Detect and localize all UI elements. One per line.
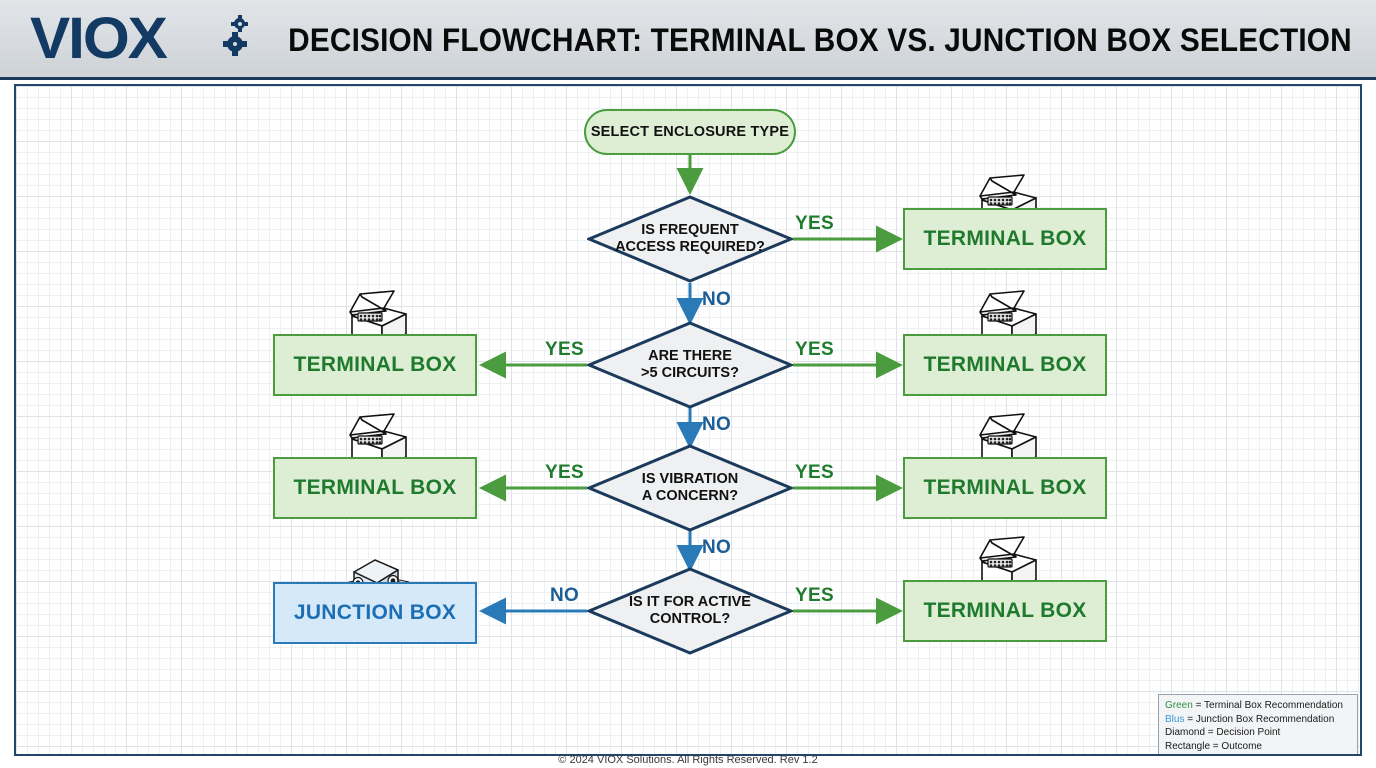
outcome-label: JUNCTION BOX: [293, 601, 457, 624]
outcome-label: TERMINAL BOX: [923, 599, 1087, 622]
decision-vibration[interactable]: IS VIBRATION A CONCERN?: [587, 444, 793, 532]
edge-label-d2-yes-right: YES: [795, 339, 834, 360]
legend-line-green: Green = Terminal Box Recommendation: [1165, 699, 1351, 713]
edge-label-d2-yes-left: YES: [545, 339, 584, 360]
outcome-terminal-box-left-2[interactable]: TERMINAL BOX: [273, 334, 477, 396]
gear-icon-small-hole: [237, 21, 242, 26]
outcome-terminal-box-2[interactable]: TERMINAL BOX: [903, 334, 1107, 396]
legend-line-rectangle: Rectangle = Outcome: [1165, 740, 1262, 752]
outcome-label: TERMINAL BOX: [923, 476, 1087, 499]
start-node-label: SELECT ENCLOSURE TYPE: [590, 124, 790, 140]
footer-copyright: © 2024 VIOX Solutions. All Rights Reserv…: [558, 754, 818, 766]
outcome-label: TERMINAL BOX: [293, 353, 457, 376]
diagram-inner: SELECT ENCLOSURE TYPE IS FREQUENT ACCESS…: [16, 86, 1360, 754]
edge-label-d3-yes-left: YES: [545, 462, 584, 483]
legend-panel: Green = Terminal Box Recommendation Blus…: [1158, 694, 1358, 754]
outcome-label: TERMINAL BOX: [293, 476, 457, 499]
legend-line-blue: Blus = Junction Box Recommendation: [1165, 713, 1351, 727]
legend-line-diamond: Diamond = Decision Point: [1165, 727, 1281, 738]
outcome-terminal-box-1[interactable]: TERMINAL BOX: [903, 208, 1107, 270]
connector-layer: [479, 155, 903, 625]
decision-active-control[interactable]: IS IT FOR ACTIVE CONTROL?: [587, 567, 793, 655]
edge-label-d4-no: NO: [550, 585, 580, 606]
diagram-canvas: SELECT ENCLOSURE TYPE IS FREQUENT ACCESS…: [14, 84, 1362, 756]
decision-frequent-access[interactable]: IS FREQUENT ACCESS REQUIRED?: [587, 195, 793, 283]
outcome-label: TERMINAL BOX: [923, 227, 1087, 250]
viox-logo: VIOX: [30, 6, 280, 72]
outcome-terminal-box-3[interactable]: TERMINAL BOX: [903, 457, 1107, 519]
start-node[interactable]: SELECT ENCLOSURE TYPE: [584, 109, 796, 155]
diamond-shape: [587, 567, 793, 655]
edge-label-d4-yes: YES: [795, 585, 834, 606]
legend-blue-text: = Junction Box Recommendation: [1184, 713, 1335, 725]
page-header: VIOX DECISION FLOWCHART: TERMINAL BOX VS…: [0, 0, 1376, 80]
page-title: DECISION FLOWCHART: TERMINAL BOX VS. JUN…: [288, 21, 1352, 58]
legend-blue-key: Blus: [1165, 713, 1185, 725]
legend-green-key: Green: [1165, 700, 1193, 711]
decision-circuit-count[interactable]: ARE THERE >5 CIRCUITS?: [587, 321, 793, 409]
outcome-junction-box[interactable]: JUNCTION BOX: [273, 582, 477, 644]
logo-wordmark: VIOX: [30, 6, 168, 71]
edge-label-d2-no: NO: [702, 414, 732, 435]
diamond-shape: [587, 321, 793, 409]
edge-label-d1-no: NO: [702, 289, 732, 310]
outcome-terminal-box-4[interactable]: TERMINAL BOX: [903, 580, 1107, 642]
outcome-label: TERMINAL BOX: [923, 353, 1087, 376]
outcome-terminal-box-left-3[interactable]: TERMINAL BOX: [273, 457, 477, 519]
edge-label-d3-yes-right: YES: [795, 462, 834, 483]
edge-label-d3-no: NO: [702, 537, 732, 558]
edge-label-d1-yes: YES: [795, 213, 834, 234]
gear-icon-large-hole: [233, 42, 237, 46]
diamond-shape: [587, 195, 793, 283]
legend-green-text: = Terminal Box Recommendation: [1192, 700, 1343, 711]
diamond-shape: [587, 444, 793, 532]
